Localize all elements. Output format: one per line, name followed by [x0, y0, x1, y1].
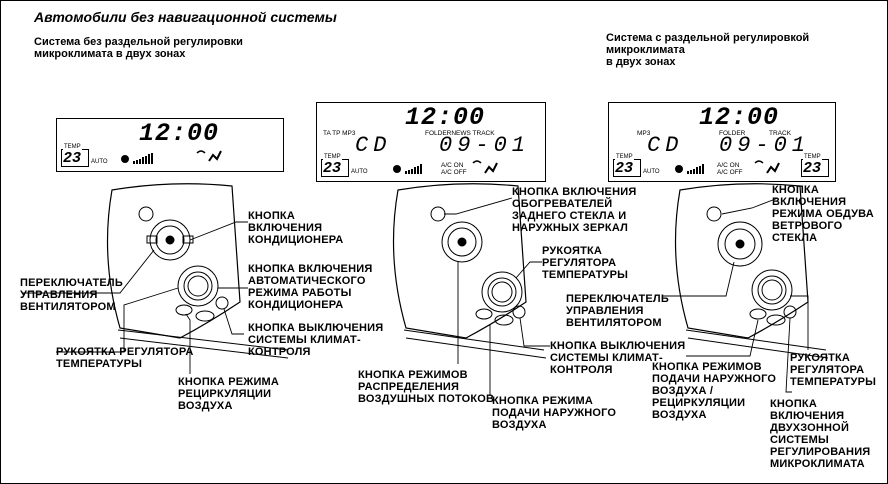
folder-track-labels: FOLDERNEWS TRACK	[425, 130, 495, 137]
label-fan-switch-2: ПЕРЕКЛЮЧАТЕЛЬ УПРАВЛЕНИЯ ВЕНТИЛЯТОРОМ	[566, 293, 669, 329]
temp-display-left: TEMP 23	[613, 154, 641, 177]
label-recirc-button: КНОПКА РЕЖИМА РЕЦИРКУЛЯЦИИ ВОЗДУХА	[178, 376, 280, 412]
track-display: 09-01	[439, 133, 531, 158]
track-display: 09-01	[719, 133, 811, 158]
ac-on-indicator: A/C ON	[441, 162, 464, 169]
label-fan-switch: ПЕРЕКЛЮЧАТЕЛЬ УПРАВЛЕНИЯ ВЕНТИЛЯТОРОМ	[20, 277, 123, 313]
temperature-knob[interactable]	[177, 265, 219, 307]
off-button[interactable]	[215, 296, 229, 310]
temp-value-left: 23	[615, 160, 634, 177]
display-3: 12:00 MP3 FOLDER TRACK CD 09-01 TEMP 23 …	[608, 102, 836, 182]
clock-time: 12:00	[139, 119, 220, 148]
temp-value-right: 23	[803, 160, 822, 177]
panel-2-drawing	[392, 183, 547, 359]
clock-time: 12:00	[699, 103, 780, 132]
temp-label: TEMP	[615, 154, 634, 160]
airflow-mode-icon	[472, 160, 498, 174]
airflow-mode-icon	[196, 150, 222, 162]
temp-label: TEMP	[323, 154, 342, 160]
dual-zone-button[interactable]	[783, 305, 797, 319]
temp-label: TEMP	[63, 144, 82, 150]
source-display: CD	[647, 133, 684, 158]
source-display: CD	[355, 133, 392, 158]
label-temp-knob-2: РУКОЯТКА РЕГУЛЯТОРА ТЕМПЕРАТУРЫ	[542, 245, 629, 281]
auto-indicator: AUTO	[351, 169, 368, 175]
temperature-knob[interactable]	[751, 269, 793, 311]
label-dual-zone: КНОПКА ВКЛЮЧЕНИЯ ДВУХЗОННОЙ СИСТЕМЫ РЕГУ…	[770, 398, 871, 470]
page-title: Автомобили без навигационной системы	[34, 9, 337, 25]
label-windshield: КНОПКА ВКЛЮЧЕНИЯ РЕЖИМА ОБДУВА ВЕТРОВОГО…	[772, 184, 874, 244]
off-button[interactable]	[512, 305, 526, 319]
temp-display: TEMP 23	[321, 154, 349, 177]
temp-value: 23	[63, 150, 82, 167]
label-air-mode: КНОПКА РЕЖИМОВ ПОДАЧИ НАРУЖНОГО ВОЗДУХА …	[652, 361, 777, 421]
ac-off-indicator: A/C OFF	[441, 169, 467, 176]
temp-label: TEMP	[803, 154, 822, 160]
left-subtitle: Система без раздельной регулировки микро…	[34, 36, 243, 60]
temp-display: TEMP 23	[61, 144, 89, 167]
label-off-button-2: КНОПКА ВЫКЛЮЧЕНИЯ СИСТЕМЫ КЛИМАТ- КОНТРО…	[550, 340, 686, 376]
ac-on-indicator: A/C ON	[717, 162, 740, 169]
panel-3-drawing	[674, 183, 829, 359]
track-label: TRACK	[769, 130, 792, 137]
rear-defog-button[interactable]	[430, 206, 446, 222]
auto-indicator: AUTO	[643, 169, 660, 175]
ac-off-indicator: A/C OFF	[717, 169, 743, 176]
auto-indicator: AUTO	[91, 159, 108, 165]
leader-lines	[22, 197, 809, 396]
right-subtitle: Система с раздельной регулировкой микрок…	[606, 32, 810, 68]
ac-button[interactable]	[182, 235, 194, 244]
windshield-defog-button[interactable]	[706, 206, 722, 222]
temp-display-right: TEMP 23	[801, 154, 829, 177]
label-auto-button: КНОПКА ВКЛЮЧЕНИЯ АВТОМАТИЧЕСКОГО РЕЖИМА …	[248, 263, 373, 311]
mp3-indicator: MP3	[637, 130, 651, 137]
fan-speed-icon	[675, 164, 704, 174]
label-rear-defog: КНОПКА ВКЛЮЧЕНИЯ ОБОГРЕВАТЕЛЕЙ ЗАДНЕГО С…	[512, 186, 637, 234]
clock-time: 12:00	[405, 103, 486, 132]
airflow-mode-icon	[754, 160, 780, 174]
label-off-button: КНОПКА ВЫКЛЮЧЕНИЯ СИСТЕМЫ КЛИМАТ- КОНТРО…	[248, 322, 384, 358]
defrost-button[interactable]	[138, 206, 154, 222]
label-temp-knob-3: РУКОЯТКА РЕГУЛЯТОРА ТЕМПЕРАТУРЫ	[790, 352, 877, 388]
recirculation-button[interactable]	[175, 304, 193, 316]
air-mode-button[interactable]	[749, 308, 767, 320]
display-1: 12:00 TEMP 23 AUTO	[56, 118, 284, 172]
status-indicators: TA TP MP3	[323, 130, 356, 137]
label-mode-button: КНОПКА РЕЖИМОВ РАСПРЕДЕЛЕНИЯ ВОЗДУШНЫХ П…	[358, 369, 495, 405]
folder-label: FOLDER	[719, 130, 746, 137]
fresh-air-button[interactable]	[494, 314, 514, 326]
display-2: 12:00 TA TP MP3 FOLDERNEWS TRACK CD 09-0…	[316, 102, 546, 182]
temperature-knob[interactable]	[481, 271, 523, 313]
label-fresh-air: КНОПКА РЕЖИМА ПОДАЧИ НАРУЖНОГО ВОЗДУХА	[492, 395, 617, 431]
temp-value: 23	[323, 160, 342, 177]
label-temp-knob: РУКОЯТКА РЕГУЛЯТОРА ТЕМПЕРАТУРЫ	[56, 346, 194, 370]
fan-speed-icon	[393, 164, 422, 174]
fan-speed-icon	[121, 153, 153, 164]
label-ac-button: КНОПКА ВКЛЮЧЕНИЯ КОНДИЦИОНЕРА	[248, 210, 344, 246]
mode-button[interactable]	[475, 308, 493, 320]
